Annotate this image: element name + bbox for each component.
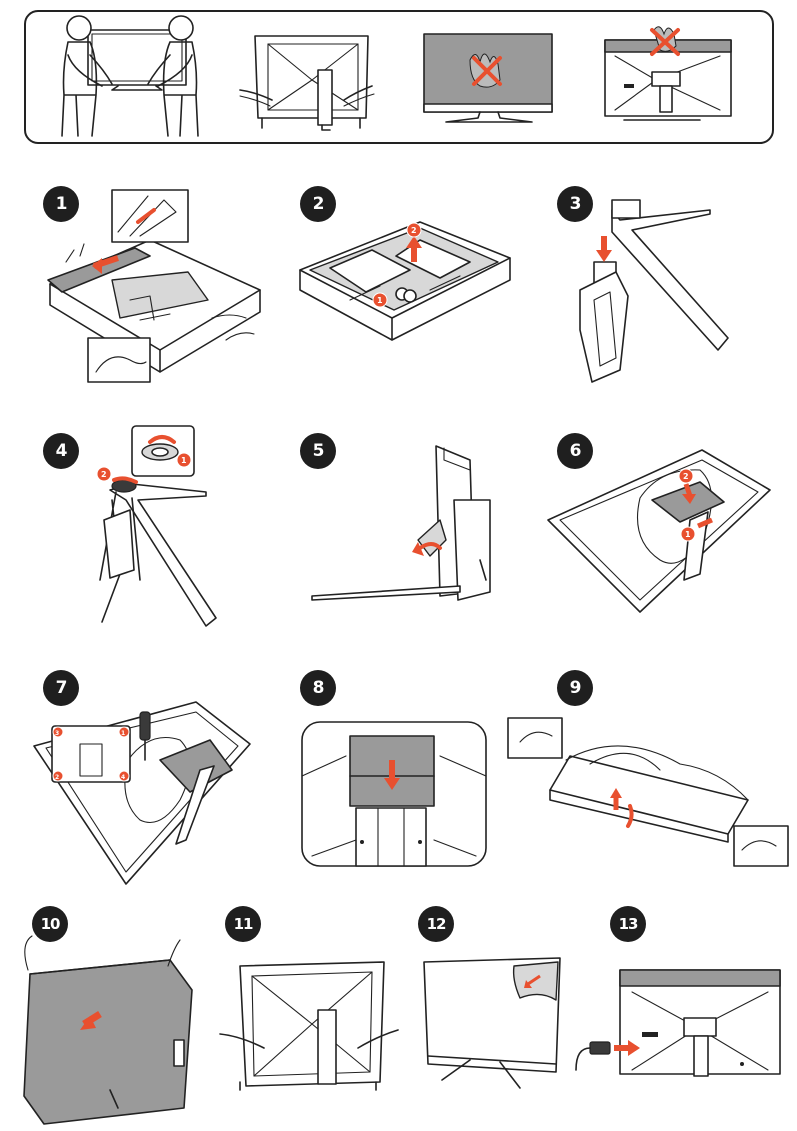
step-badge-9: 9 [557,670,593,706]
precautions-frame [24,10,774,144]
step-badge-6: 6 [557,433,593,469]
step-12-illustration [423,957,561,1089]
step-6-illustration: 2 1 [547,449,771,613]
step-badge-5: 5 [300,433,336,469]
step-badge-12: 12 [418,906,454,942]
step-10-illustration [23,935,193,1125]
svg-text:2: 2 [55,774,59,781]
step-badge-7: 7 [43,670,79,706]
svg-text:1: 1 [121,730,125,737]
step-badge-2: 2 [300,186,336,222]
step-2-illustration: 2 1 [299,221,511,341]
step-8-illustration [301,721,487,867]
step-badge-10: 10 [32,906,68,942]
step-badge-4: 4 [43,433,79,469]
step-badge-1: 1 [43,186,79,222]
svg-text:1: 1 [181,456,187,465]
step-7-illustration: 3 1 2 4 [33,701,251,885]
step-3-illustration [579,199,729,383]
svg-text:1: 1 [377,296,383,305]
step-1-illustration [47,189,261,383]
svg-text:3: 3 [55,730,59,737]
step-4-illustration: 1 2 [96,425,217,627]
svg-text:2: 2 [101,470,107,479]
step-badge-8: 8 [300,670,336,706]
step-badge-13: 13 [610,906,646,942]
step-5-illustration [311,445,491,601]
step-11-illustration [219,961,399,1091]
step-13-illustration [575,969,781,1077]
svg-text:2: 2 [411,226,417,235]
svg-text:2: 2 [683,472,689,481]
svg-text:4: 4 [121,774,125,781]
step-9-illustration [507,717,789,867]
step-badge-3: 3 [557,186,593,222]
svg-text:1: 1 [685,530,691,539]
step-badge-11: 11 [225,906,261,942]
